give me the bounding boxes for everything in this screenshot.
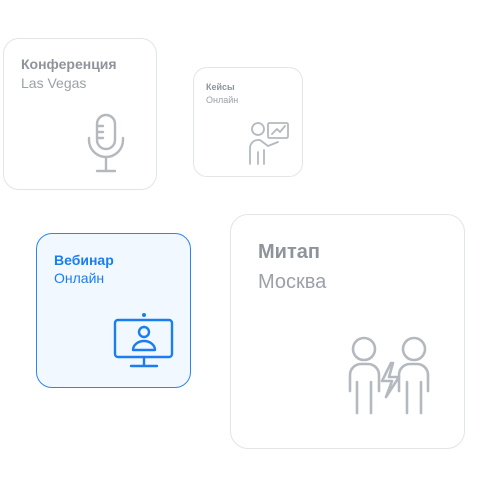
card-meetup-title: Митап [258,241,320,263]
card-cases-subtitle: Онлайн [206,95,239,105]
card-cases[interactable]: Кейсы Онлайн [193,67,303,177]
people-spark-icon [348,336,430,415]
microphone-icon [87,113,125,173]
card-webinar[interactable]: Вебинар Онлайн [36,233,191,388]
card-webinar-title: Вебинар [54,252,114,268]
card-meetup-subtitle: Москва [258,271,327,293]
card-webinar-subtitle: Онлайн [54,270,105,286]
card-conference-title: Конференция [21,56,117,72]
presenter-chart-icon [249,122,289,165]
card-conference-subtitle: Las Vegas [21,75,87,91]
card-meetup[interactable]: Митап Москва [230,214,465,449]
card-cases-title: Кейсы [206,82,235,92]
card-conference[interactable]: Конференция Las Vegas [3,38,157,190]
monitor-user-icon [113,313,174,368]
